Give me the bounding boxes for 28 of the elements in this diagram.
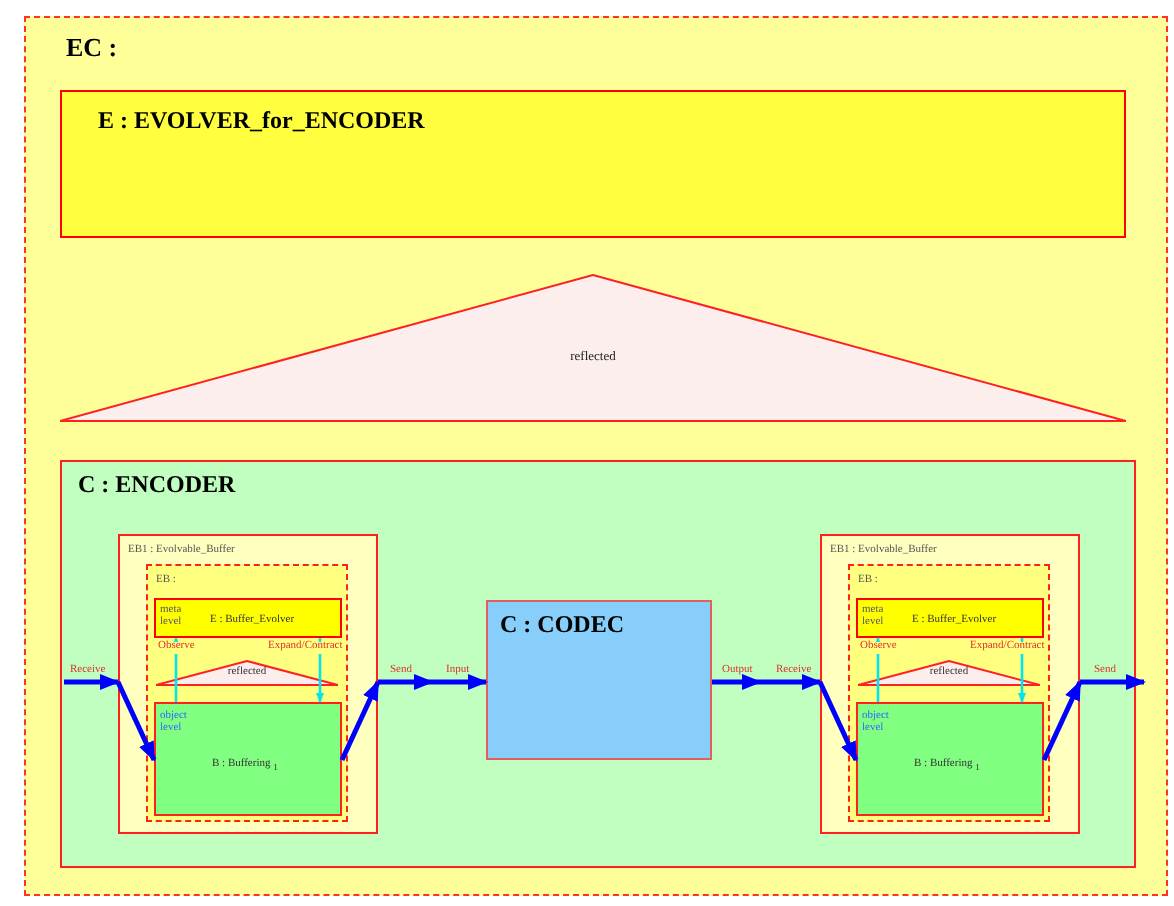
arrow [712,674,822,690]
arrow [339,680,381,762]
outer-dashed-box [24,16,1168,896]
arrow [315,638,325,704]
box-title: E : EVOLVER_for_ENCODER [98,108,425,135]
arrow [1080,674,1146,690]
arrow [115,680,157,762]
object-level-box [856,702,1044,816]
evolver-box [60,90,1126,238]
arrow [817,680,859,762]
arrow [1017,638,1027,704]
buffer-box [820,534,1080,834]
box-title: C : CODEC [500,612,624,639]
arrow [171,636,181,702]
meta-level-box [856,598,1044,638]
dashed-box [848,564,1050,822]
arrow [1041,680,1083,762]
meta-level-box [154,598,342,638]
codec-box [486,600,712,760]
arrow [873,636,883,702]
arrow [378,674,488,690]
encoder-box [60,460,1136,868]
container-title: EC : [66,34,118,63]
dashed-box [146,564,348,822]
buffer-box [118,534,378,834]
object-level-box [154,702,342,816]
box-title: C : ENCODER [78,472,236,499]
arrow [64,674,120,690]
